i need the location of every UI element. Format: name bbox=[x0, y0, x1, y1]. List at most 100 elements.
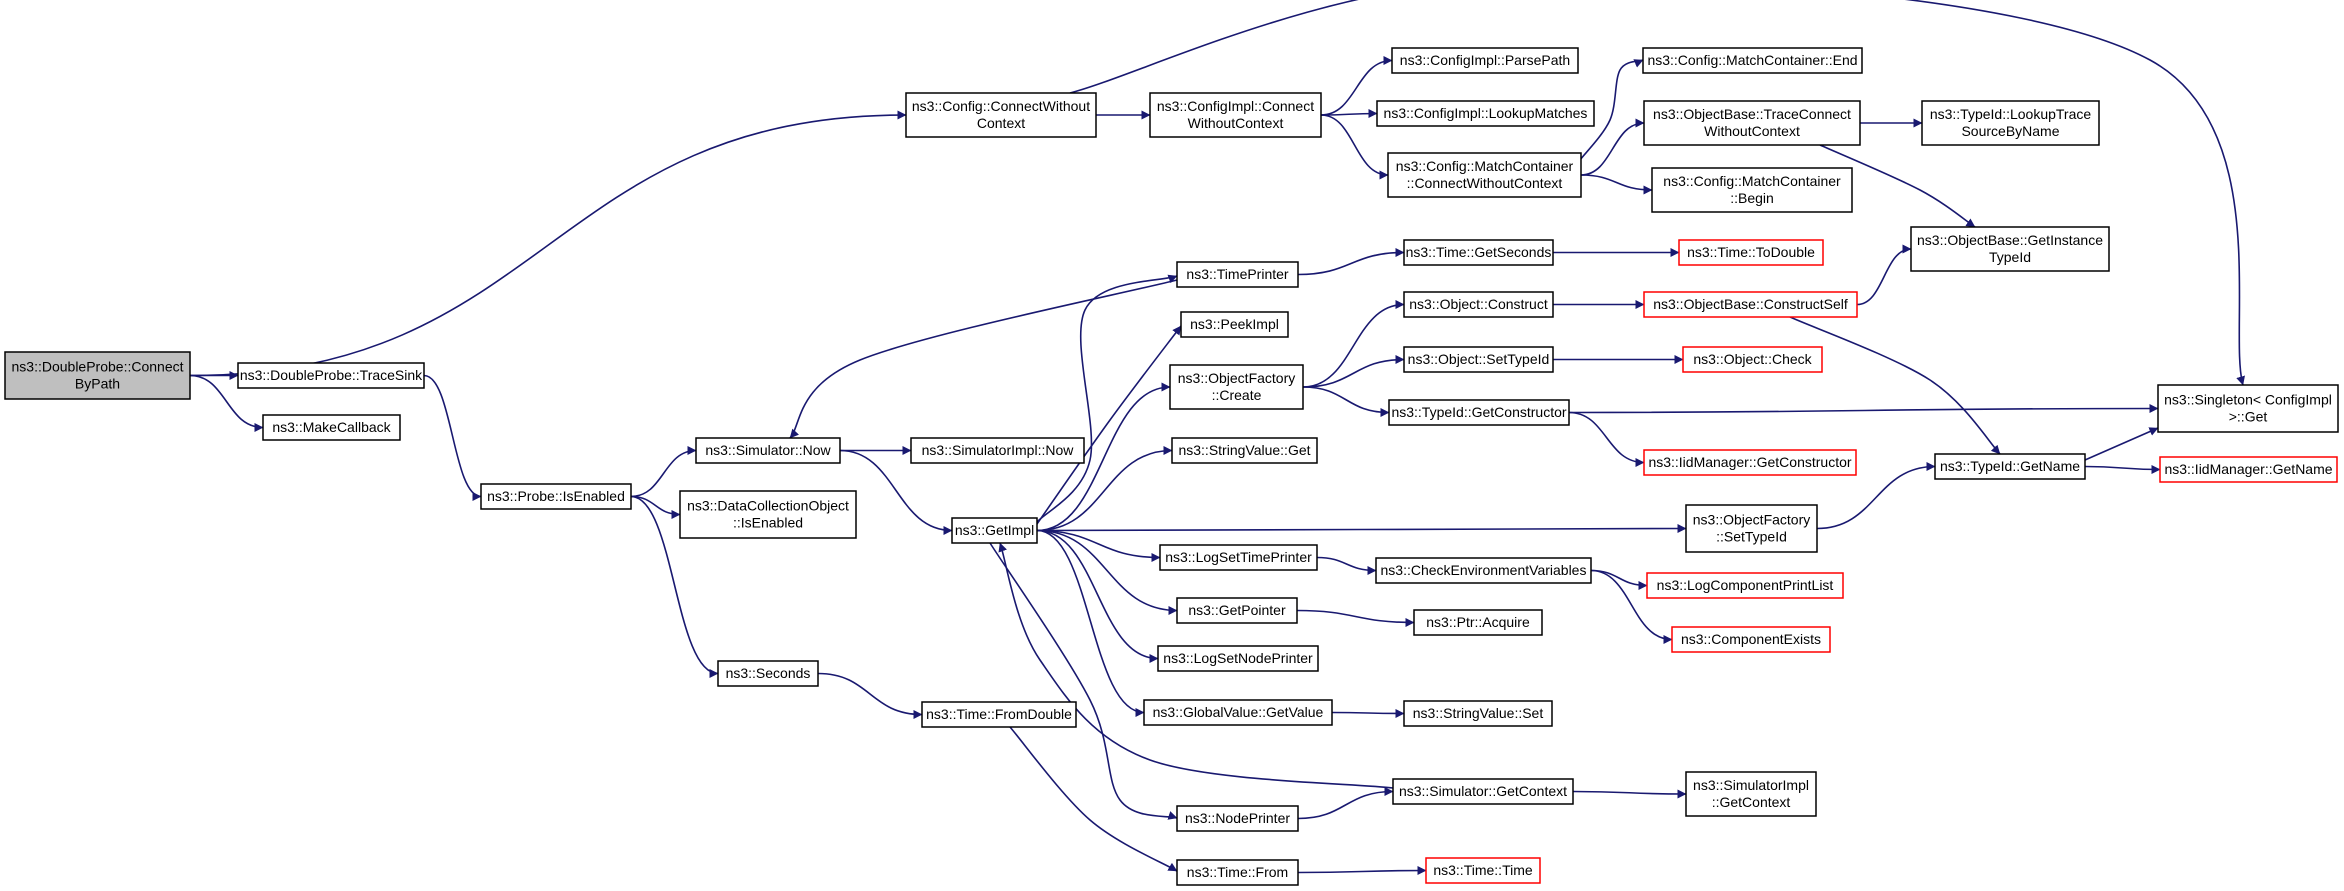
node-label-line: ns3::Time::Time bbox=[1433, 862, 1533, 878]
call-edge-seconds-to-time_fromdouble bbox=[817, 672, 923, 719]
node-box bbox=[1387, 152, 1582, 198]
node-label-line: WithoutContext bbox=[1188, 115, 1284, 131]
node-cfgimpl-parsepath[interactable]: ns3::ConfigImpl::ParsePath bbox=[1391, 47, 1579, 74]
node-globalvalue-getvalue[interactable]: ns3::GlobalValue::GetValue bbox=[1143, 699, 1333, 726]
node-label-line: ns3::LogSetNodePrinter bbox=[1163, 650, 1313, 666]
node-obj-construct[interactable]: ns3::Object::Construct bbox=[1403, 291, 1554, 318]
node-label-line: ns3::StringValue::Get bbox=[1178, 442, 1310, 458]
node-box bbox=[1143, 699, 1333, 726]
node-box bbox=[1642, 47, 1863, 74]
node-checkenvvars[interactable]: ns3::CheckEnvironmentVariables bbox=[1375, 557, 1592, 584]
node-objfactory-create[interactable]: ns3::ObjectFactory::Create bbox=[1169, 364, 1304, 410]
node-box bbox=[1388, 399, 1570, 426]
node-sim-now[interactable]: ns3::Simulator::Now bbox=[695, 437, 841, 464]
node-box bbox=[717, 660, 819, 687]
node-logsetnodeprinter[interactable]: ns3::LogSetNodePrinter bbox=[1157, 645, 1319, 672]
node-stringvalue-get[interactable]: ns3::StringValue::Get bbox=[1171, 437, 1318, 464]
node-time-todouble[interactable]: ns3::Time::ToDouble bbox=[1678, 239, 1824, 266]
node-label-line: ns3::ObjectFactory bbox=[1693, 512, 1811, 528]
node-objfactory-settypeid[interactable]: ns3::ObjectFactory::SetTypeId bbox=[1685, 504, 1818, 553]
node-iid-getconstructor[interactable]: ns3::IidManager::GetConstructor bbox=[1643, 449, 1857, 476]
node-simimpl-getcontext[interactable]: ns3::SimulatorImpl::GetContext bbox=[1685, 771, 1817, 817]
node-label-line: ns3::TypeId::GetName bbox=[1940, 458, 2080, 474]
node-timeprinter[interactable]: ns3::TimePrinter bbox=[1176, 261, 1299, 288]
node-label-line: ns3::GetPointer bbox=[1188, 602, 1286, 618]
call-edge-getimpl-to-getpointer bbox=[1036, 529, 1178, 615]
node-ptr-acquire[interactable]: ns3::Ptr::Acquire bbox=[1413, 609, 1543, 636]
node-iid-getname[interactable]: ns3::IidManager::GetName bbox=[2159, 456, 2338, 483]
call-edge-sim_getcontext-to-simimpl_getcontext bbox=[1572, 789, 1687, 799]
node-probe-isenabled[interactable]: ns3::Probe::IsEnabled bbox=[480, 483, 632, 510]
node-mc-connect-wo[interactable]: ns3::Config::MatchContainer::ConnectWith… bbox=[1387, 152, 1582, 198]
node-label-line: ns3::DoubleProbe::Connect bbox=[12, 359, 184, 375]
node-obj-check[interactable]: ns3::Object::Check bbox=[1682, 346, 1823, 373]
node-typeid-getname[interactable]: ns3::TypeId::GetName bbox=[1934, 453, 2086, 480]
node-cfgimpl-lookup[interactable]: ns3::ConfigImpl::LookupMatches bbox=[1376, 100, 1595, 127]
call-edge-time_fromdouble-to-time_from bbox=[1009, 726, 1178, 872]
call-edges bbox=[189, 0, 2245, 876]
node-box bbox=[921, 701, 1077, 728]
node-ob-constructself[interactable]: ns3::ObjectBase::ConstructSelf bbox=[1643, 291, 1858, 318]
call-edge-cfgimpl_connect_wo-to-cfgimpl_parsepath bbox=[1320, 56, 1393, 116]
node-time-time[interactable]: ns3::Time::Time bbox=[1425, 857, 1541, 884]
call-edge-checkenvvars-to-componentexists bbox=[1590, 569, 1673, 644]
call-edge-typeid_getconstructor-to-iid_getconstructor bbox=[1568, 411, 1645, 467]
node-dco-isenabled[interactable]: ns3::DataCollectionObject::IsEnabled bbox=[679, 490, 857, 539]
node-label-line: SourceByName bbox=[1961, 123, 2059, 139]
node-seconds[interactable]: ns3::Seconds bbox=[717, 660, 819, 687]
call-edge-root-to-cfg_connect_wo bbox=[189, 110, 907, 377]
node-logsettimeprinter[interactable]: ns3::LogSetTimePrinter bbox=[1159, 544, 1318, 571]
node-time-fromdouble[interactable]: ns3::Time::FromDouble bbox=[921, 701, 1077, 728]
node-time-from[interactable]: ns3::Time::From bbox=[1176, 859, 1299, 886]
node-make-callback[interactable]: ns3::MakeCallback bbox=[262, 414, 401, 441]
call-edge-probe_isenabled-to-sim_now bbox=[630, 446, 697, 498]
node-peekimpl[interactable]: ns3::PeekImpl bbox=[1180, 311, 1289, 338]
node-mc-begin[interactable]: ns3::Config::MatchContainer::Begin bbox=[1651, 167, 1853, 213]
node-time-getseconds[interactable]: ns3::Time::GetSeconds bbox=[1403, 239, 1554, 266]
node-label-line: ns3::Time::ToDouble bbox=[1687, 244, 1815, 260]
node-nodeprinter[interactable]: ns3::NodePrinter bbox=[1176, 805, 1299, 832]
node-sim-getcontext[interactable]: ns3::Simulator::GetContext bbox=[1392, 778, 1574, 805]
call-edge-typeid_getconstructor-to-singleton_get bbox=[1568, 404, 2159, 414]
node-getimpl[interactable]: ns3::GetImpl bbox=[951, 517, 1038, 544]
call-edge-logsettimeprinter-to-checkenvvars bbox=[1316, 556, 1377, 575]
node-label-line: ns3::ObjectFactory bbox=[1178, 370, 1296, 386]
node-label-line: Context bbox=[977, 115, 1025, 131]
node-box bbox=[1643, 291, 1858, 318]
node-simimpl-now[interactable]: ns3::SimulatorImpl::Now bbox=[910, 437, 1085, 464]
node-componentexists[interactable]: ns3::ComponentExists bbox=[1671, 626, 1831, 653]
node-singleton-get[interactable]: ns3::Singleton< ConfigImpl >::Get bbox=[2157, 384, 2339, 433]
node-label-line: ns3::Config::MatchContainer::End bbox=[1647, 52, 1857, 68]
node-stringvalue-set[interactable]: ns3::StringValue::Set bbox=[1403, 700, 1553, 727]
node-cfgimpl-connect-wo[interactable]: ns3::ConfigImpl::ConnectWithoutContext bbox=[1149, 92, 1322, 138]
node-box bbox=[1171, 437, 1318, 464]
node-trace-sink[interactable]: ns3::DoubleProbe::TraceSink bbox=[237, 362, 425, 389]
node-label-line: ::Begin bbox=[1730, 190, 1774, 206]
node-label-line: ns3::NodePrinter bbox=[1185, 810, 1290, 826]
call-edge-objfactory_create-to-typeid_getconstructor bbox=[1302, 386, 1390, 417]
node-getpointer[interactable]: ns3::GetPointer bbox=[1176, 597, 1298, 624]
node-box bbox=[1376, 100, 1595, 127]
node-ob-traceconnect[interactable]: ns3::ObjectBase::TraceConnectWithoutCont… bbox=[1643, 100, 1861, 146]
node-typeid-getconstructor[interactable]: ns3::TypeId::GetConstructor bbox=[1388, 399, 1570, 426]
node-box bbox=[1425, 857, 1541, 884]
node-box bbox=[1149, 92, 1322, 138]
node-label-line: ::SetTypeId bbox=[1716, 529, 1787, 545]
node-mc-end[interactable]: ns3::Config::MatchContainer::End bbox=[1642, 47, 1863, 74]
node-box bbox=[1910, 226, 2110, 272]
node-label-line: >::Get bbox=[2229, 409, 2268, 425]
node-label-line: ns3::SimulatorImpl bbox=[1693, 777, 1809, 793]
node-label-line: ns3::ConfigImpl::LookupMatches bbox=[1384, 105, 1588, 121]
node-label-line: ByPath bbox=[75, 376, 120, 392]
node-logcomponentprintlist[interactable]: ns3::LogComponentPrintList bbox=[1646, 572, 1844, 599]
node-obj-settypeid[interactable]: ns3::Object::SetTypeId bbox=[1403, 346, 1554, 373]
node-label-line: ns3::ObjectBase::ConstructSelf bbox=[1653, 296, 1848, 312]
call-edge-getimpl-to-logsetnodeprinter bbox=[1036, 529, 1159, 663]
node-cfg-connect-wo[interactable]: ns3::Config::ConnectWithoutContext bbox=[905, 92, 1097, 138]
node-label-line: ::GetContext bbox=[1712, 794, 1791, 810]
node-box bbox=[1643, 100, 1861, 146]
call-edge-getimpl-to-objfactory_create bbox=[1036, 382, 1171, 532]
